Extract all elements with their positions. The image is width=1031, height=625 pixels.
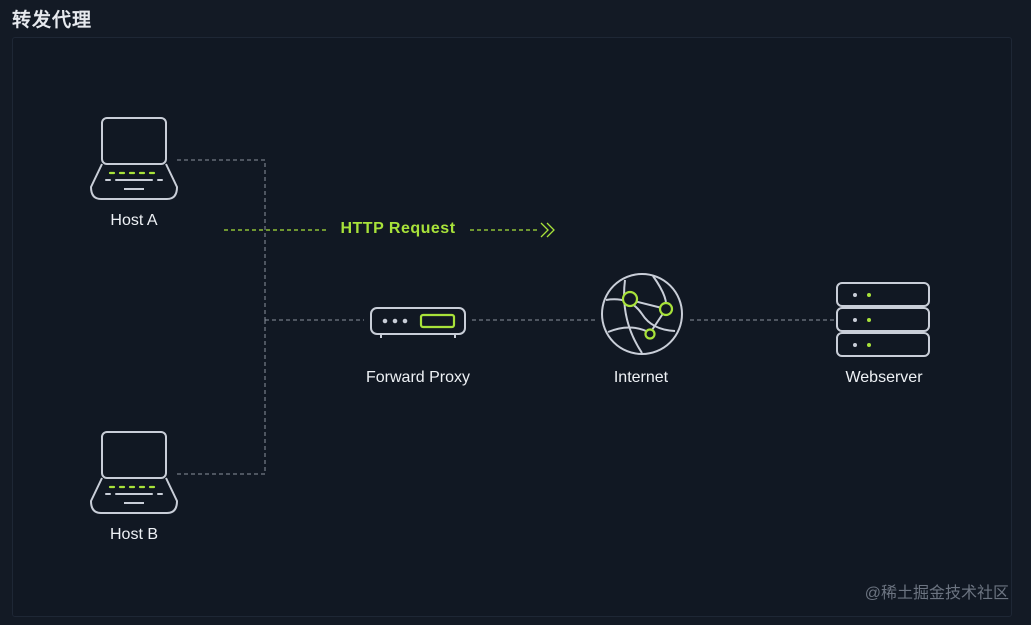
http-request-label: HTTP Request — [340, 220, 456, 237]
node-label-host-a: Host A — [110, 212, 158, 229]
globe-icon — [601, 273, 683, 355]
laptop-icon — [90, 117, 178, 200]
connectors — [177, 159, 834, 475]
node-label-internet: Internet — [613, 369, 669, 386]
watermark: @稀土掘金技术社区 — [864, 585, 1009, 602]
router-icon — [370, 307, 466, 338]
node-label-webserver: Webserver — [845, 369, 923, 386]
node-label-host-b: Host B — [109, 526, 158, 543]
page-title: 转发代理 — [12, 10, 93, 31]
laptop-icon — [90, 431, 178, 514]
server-icon — [836, 282, 930, 357]
double-chevron-icon — [540, 222, 549, 238]
connector-host-b — [177, 320, 266, 475]
connector-host-a — [177, 159, 266, 320]
http-request-arrow — [224, 222, 555, 238]
diagram-canvas — [12, 37, 1012, 617]
node-label-forward-proxy: Forward Proxy — [365, 369, 471, 386]
